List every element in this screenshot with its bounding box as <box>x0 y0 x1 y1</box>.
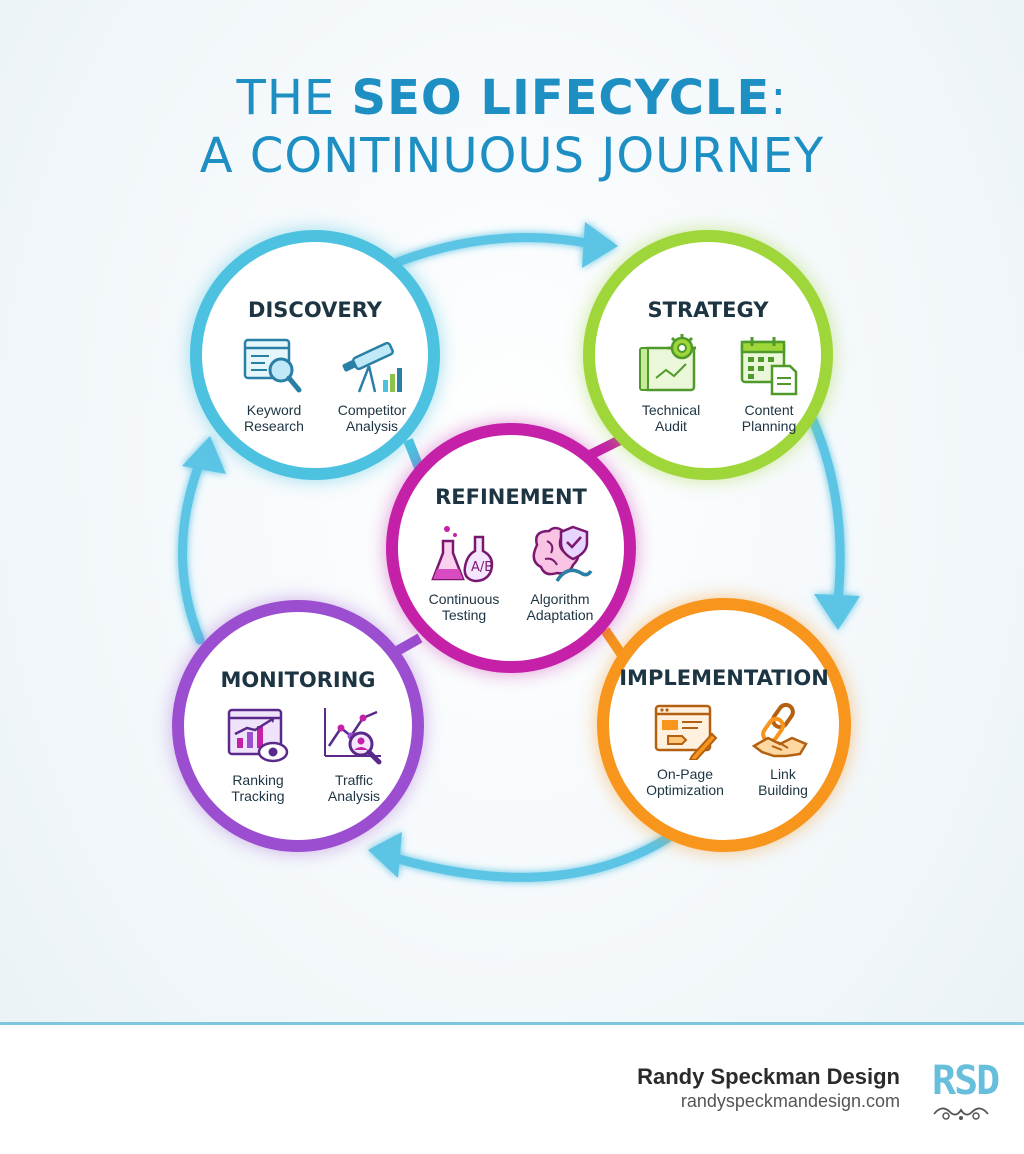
telescope-chart-icon <box>342 341 402 393</box>
keyword-research-icon <box>243 338 302 393</box>
page-subtitle: A CONTINUOUS JOURNEY <box>199 128 825 184</box>
item-link-building: Link Building <box>735 702 831 798</box>
item-traffic-analysis: Traffic Analysis <box>306 704 402 804</box>
cycle-diagram <box>178 222 860 882</box>
item-label: Technical Audit <box>641 402 701 434</box>
item-competitor-analysis: Competitor Analysis <box>324 336 420 434</box>
footer-divider <box>0 1022 1024 1025</box>
title-suffix: : <box>770 70 788 126</box>
calendar-document-icon <box>740 337 798 396</box>
stage-discovery: DISCOVERY Keyword Research Competitor An… <box>190 230 440 480</box>
arrowhead-implementation <box>814 594 860 630</box>
stage-strategy: STRATEGY Technical Audit Content Plannin… <box>583 230 833 480</box>
stage-title: IMPLEMENTATION <box>619 666 829 690</box>
stage-refinement: REFINEMENT A/B Continuous Testing Algori… <box>386 423 636 673</box>
item-label: Competitor Analysis <box>337 402 407 434</box>
item-algorithm-adaptation: Algorithm Adaptation <box>512 523 608 623</box>
brand-url[interactable]: randyspeckmandesign.com <box>680 1091 900 1111</box>
item-keyword-research: Keyword Research <box>226 336 322 434</box>
stage-title: STRATEGY <box>647 298 769 322</box>
item-label: Ranking Tracking <box>231 772 285 804</box>
item-continuous-testing: A/B Continuous Testing <box>416 523 512 623</box>
brand-name: Randy Speckman Design <box>637 1064 900 1089</box>
ab-flask-icon: A/B <box>431 526 494 583</box>
item-technical-audit: Technical Audit <box>623 334 719 434</box>
item-label: Traffic Analysis <box>327 772 381 804</box>
arrow-strategy-to-implementation <box>807 413 845 605</box>
item-content-planning: Content Planning <box>721 334 817 434</box>
arrowhead-monitoring <box>368 832 402 878</box>
item-label: Algorithm Adaptation <box>526 591 594 623</box>
rsd-logo: RSD <box>932 1058 1000 1104</box>
item-label: Link Building <box>758 766 808 798</box>
stage-title: REFINEMENT <box>435 485 587 509</box>
stage-title: DISCOVERY <box>248 298 382 322</box>
footer <box>0 1025 1024 1154</box>
webpage-pencil-icon <box>654 704 718 760</box>
chain-handshake-icon <box>751 702 808 758</box>
page-title: THE SEO LIFECYCLE: <box>0 68 1024 128</box>
arrowhead-strategy <box>582 222 618 268</box>
brain-shield-icon <box>532 525 593 582</box>
connector-strategy <box>587 435 623 460</box>
item-label: On-Page Optimization <box>646 766 724 798</box>
item-label: Content Planning <box>741 402 797 434</box>
stage-monitoring: MONITORING Ranking Tracking Tr <box>172 600 424 852</box>
item-ranking-tracking: Ranking Tracking <box>210 704 306 804</box>
arrow-discovery-to-strategy <box>393 233 597 267</box>
arrow-monitoring-to-discovery <box>178 457 205 645</box>
arrowhead-discovery <box>182 436 226 474</box>
item-on-page-optimization: On-Page Optimization <box>637 702 733 798</box>
traffic-graph-magnifier-icon <box>324 708 382 765</box>
connector-implementation <box>600 627 627 658</box>
stage-title: MONITORING <box>220 668 376 692</box>
arrow-implementation-to-monitoring <box>390 833 673 882</box>
logo-swirl-icon <box>933 1107 989 1120</box>
svg-text:A/B: A/B <box>471 560 493 575</box>
stage-implementation: IMPLEMENTATION On-Page Optimization Link… <box>597 598 851 852</box>
ranking-chart-eye-icon <box>227 708 289 763</box>
item-label: Keyword Research <box>244 402 304 434</box>
title-emphasis: SEO LIFECYCLE <box>351 70 771 126</box>
item-label: Continuous Testing <box>428 591 500 623</box>
blueprint-gear-icon <box>639 334 696 392</box>
title-prefix: THE <box>236 70 352 126</box>
